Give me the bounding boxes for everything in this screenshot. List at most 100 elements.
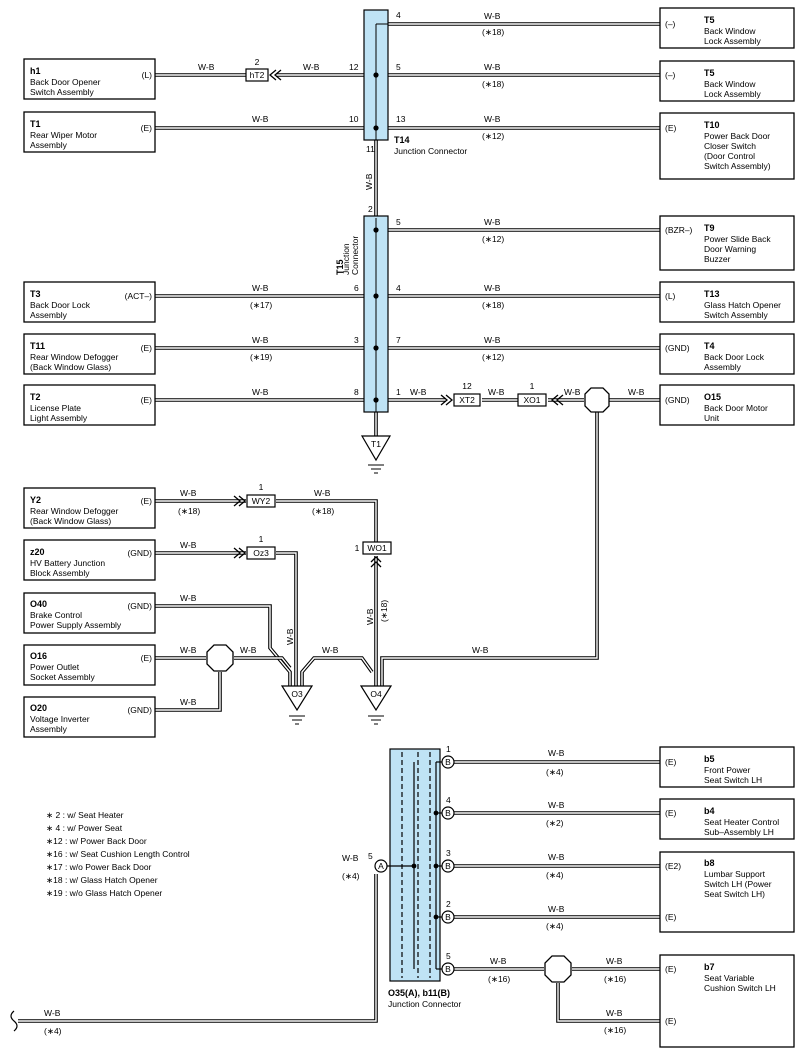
condition-labels: (∗18) (∗18) (∗12) (∗12) (∗17) (∗18) (∗19… xyxy=(44,27,626,1036)
svg-text:(∗18): (∗18) xyxy=(482,27,504,37)
svg-text:(∗18): (∗18) xyxy=(379,600,389,622)
svg-text:Socket Assembly: Socket Assembly xyxy=(30,672,95,682)
svg-text:(∗4): (∗4) xyxy=(342,871,360,881)
wire xyxy=(276,499,378,542)
svg-text:W-B: W-B xyxy=(180,645,197,655)
svg-text:W-B: W-B xyxy=(44,1008,61,1018)
component-b7: (E) (E) b7 Seat Variable Cushion Switch … xyxy=(659,954,795,1048)
svg-text:(GND): (GND) xyxy=(665,395,690,405)
junction-connector-o35: O35(A), b11(B) Junction Connector xyxy=(386,748,461,1009)
svg-text:T3: T3 xyxy=(30,289,41,299)
svg-text:13: 13 xyxy=(396,114,406,124)
component-b4: (E) b4 Seat Heater Control Sub–Assembly … xyxy=(659,798,795,840)
svg-text:Power Slide Back: Power Slide Back xyxy=(704,234,771,244)
svg-text:11: 11 xyxy=(366,144,375,154)
svg-text:1: 1 xyxy=(355,543,360,553)
svg-text:W-B: W-B xyxy=(488,387,505,397)
wire xyxy=(380,412,599,686)
svg-text:Light Assembly: Light Assembly xyxy=(30,413,88,423)
svg-text:W-B: W-B xyxy=(252,335,269,345)
svg-text:(GND): (GND) xyxy=(665,343,690,353)
svg-text:W-B: W-B xyxy=(548,852,565,862)
svg-text:(∗12): (∗12) xyxy=(482,234,504,244)
svg-text:W-B: W-B xyxy=(180,697,197,707)
component-t2: T2 License Plate Light Assembly (E) xyxy=(23,384,156,426)
svg-text:(∗16): (∗16) xyxy=(488,974,510,984)
svg-text:(BZR–): (BZR–) xyxy=(665,225,693,235)
svg-text:Buzzer: Buzzer xyxy=(704,254,731,264)
svg-text:Switch LH (Power: Switch LH (Power xyxy=(704,879,772,889)
svg-text:Door Warning: Door Warning xyxy=(704,244,756,254)
svg-text:T1: T1 xyxy=(371,439,381,449)
svg-text:(∗16): (∗16) xyxy=(604,1025,626,1035)
svg-text:(Door Control: (Door Control xyxy=(704,151,755,161)
svg-text:(E2): (E2) xyxy=(665,861,681,871)
component-t10: (E) T10 Power Back Door Closer Switch (D… xyxy=(659,112,795,180)
svg-text:12: 12 xyxy=(462,381,472,391)
svg-text:W-B: W-B xyxy=(484,335,501,345)
svg-text:(E): (E) xyxy=(665,912,677,922)
svg-text:O20: O20 xyxy=(30,703,47,713)
svg-text:∗19 : w/o Glass Hatch Opener: ∗19 : w/o Glass Hatch Opener xyxy=(46,888,162,898)
svg-text:(GND): (GND) xyxy=(127,548,152,558)
t15-name-line2: Connector xyxy=(350,236,360,275)
svg-text:XO1: XO1 xyxy=(523,395,540,405)
svg-text:Front Power: Front Power xyxy=(704,765,750,775)
component-t11: T11 Rear Window Defogger (Back Window Gl… xyxy=(23,333,156,375)
svg-text:Closer Switch: Closer Switch xyxy=(704,141,756,151)
svg-text:3: 3 xyxy=(354,335,359,345)
inline-connector-wo1: WO1 1 xyxy=(355,541,392,568)
svg-text:(E): (E) xyxy=(665,1016,677,1026)
svg-text:Seat Heater Control: Seat Heater Control xyxy=(704,817,779,827)
inline-connector-oz3: Oz3 1 xyxy=(233,534,276,560)
svg-text:Back Door Motor: Back Door Motor xyxy=(704,403,768,413)
svg-text:W-B: W-B xyxy=(606,1008,623,1018)
inline-connector-xt2: XT2 12 xyxy=(440,381,481,407)
svg-text:License Plate: License Plate xyxy=(30,403,81,413)
svg-text:(GND): (GND) xyxy=(127,705,152,715)
svg-text:(E): (E) xyxy=(665,123,677,133)
junction-connector-t15: T15 Junction Connector xyxy=(335,215,389,413)
svg-text:(E): (E) xyxy=(141,343,153,353)
svg-text:2: 2 xyxy=(446,899,451,909)
svg-text:T10: T10 xyxy=(704,120,720,130)
wire xyxy=(234,656,292,670)
svg-text:(∗4): (∗4) xyxy=(546,921,564,931)
svg-text:Back Window: Back Window xyxy=(704,79,756,89)
svg-text:Switch Assembly): Switch Assembly) xyxy=(704,161,771,171)
svg-text:∗18 : w/ Glass Hatch Opener: ∗18 : w/ Glass Hatch Opener xyxy=(46,875,158,885)
wire xyxy=(18,874,378,1023)
ground-o4: O4 xyxy=(359,685,393,725)
svg-text:(∗16): (∗16) xyxy=(604,974,626,984)
svg-text:Cushion Switch LH: Cushion Switch LH xyxy=(704,983,776,993)
svg-text:(E): (E) xyxy=(141,123,153,133)
svg-text:W-B: W-B xyxy=(564,387,581,397)
wires xyxy=(18,22,660,1023)
svg-text:5: 5 xyxy=(396,62,401,72)
svg-text:T1: T1 xyxy=(30,119,41,129)
svg-text:W-B: W-B xyxy=(410,387,427,397)
svg-text:4: 4 xyxy=(446,795,451,805)
svg-text:Oz3: Oz3 xyxy=(253,548,269,558)
svg-text:∗ 2 : w/ Seat Heater: ∗ 2 : w/ Seat Heater xyxy=(46,810,124,820)
component-b8: (E2) (E) b8 Lumbar Support Switch LH (Po… xyxy=(659,851,795,933)
svg-text:b7: b7 xyxy=(704,962,715,972)
svg-text:(∗4): (∗4) xyxy=(546,767,564,777)
svg-text:4: 4 xyxy=(396,10,401,20)
svg-text:8: 8 xyxy=(354,387,359,397)
component-t1: T1 Rear Wiper Motor Assembly (E) xyxy=(23,111,156,153)
svg-text:(ACT–): (ACT–) xyxy=(125,291,153,301)
svg-text:W-B: W-B xyxy=(180,593,197,603)
svg-text:∗12 : w/ Power Back Door: ∗12 : w/ Power Back Door xyxy=(46,836,147,846)
component-o40: O40 Brake Control Power Supply Assembly … xyxy=(23,592,156,634)
svg-text:W-B: W-B xyxy=(364,173,374,190)
svg-text:B: B xyxy=(445,861,451,871)
component-b5: (E) b5 Front Power Seat Switch LH xyxy=(659,746,795,788)
svg-text:O40: O40 xyxy=(30,599,47,609)
svg-text:W-B: W-B xyxy=(548,904,565,914)
svg-text:(∗19): (∗19) xyxy=(250,352,272,362)
svg-text:(E): (E) xyxy=(141,496,153,506)
svg-text:W-B: W-B xyxy=(606,956,623,966)
svg-text:Assembly: Assembly xyxy=(30,310,68,320)
svg-text:O3: O3 xyxy=(291,689,303,699)
